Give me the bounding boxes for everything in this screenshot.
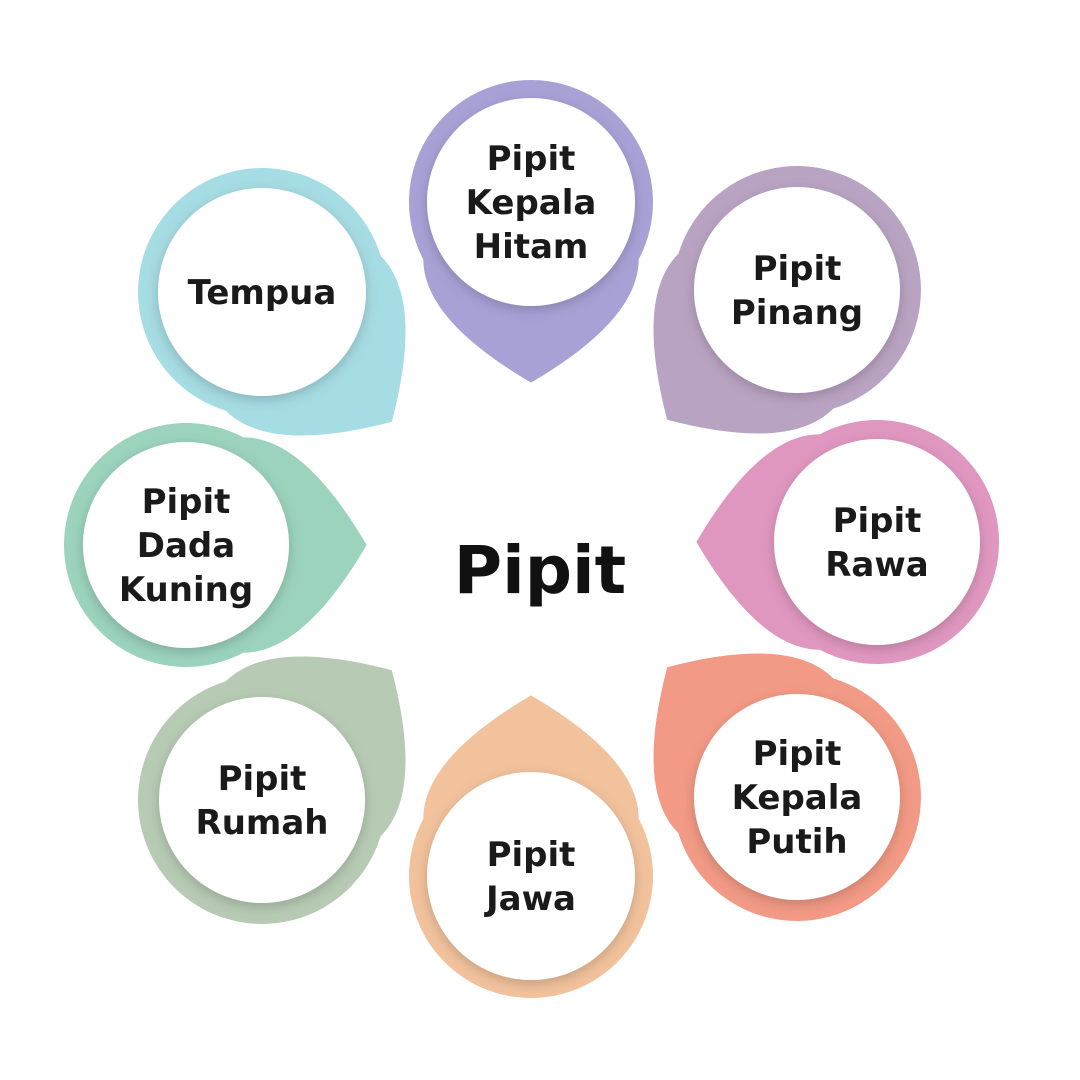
node-label-line: Pipit: [142, 482, 231, 522]
node-label-line: Kuning: [119, 570, 253, 610]
node-circle: [158, 188, 366, 396]
node-label-line: Tempua: [188, 273, 337, 313]
node-label-line: Pipit: [487, 139, 576, 179]
node-label-line: Pipit: [753, 734, 842, 774]
node-label-line: Pipit: [487, 835, 576, 875]
node-label-line: Kepala: [466, 183, 597, 223]
node-label-line: Pipit: [833, 501, 922, 541]
center-label: Pipit: [454, 532, 626, 609]
node-label: Tempua: [188, 273, 337, 313]
node-circle: [427, 772, 635, 980]
node-circle: [427, 98, 635, 306]
node-circle: [159, 697, 365, 903]
node-label-line: Rawa: [825, 545, 928, 585]
node-label-line: Pipit: [753, 249, 842, 289]
node-label-line: Dada: [137, 526, 235, 566]
node-label-line: Hitam: [474, 227, 589, 267]
node-circle: [83, 442, 289, 648]
node-label-line: Pinang: [731, 293, 863, 333]
node-label-line: Kepala: [732, 778, 863, 818]
node-label-line: Jawa: [484, 879, 576, 919]
node-circle: [774, 439, 980, 645]
node-label-line: Rumah: [196, 803, 329, 843]
node-label-line: Putih: [746, 822, 847, 862]
node-label-line: Pipit: [218, 759, 307, 799]
node-circle: [694, 694, 900, 900]
node-circle: [694, 187, 900, 393]
node-7: Tempua: [138, 168, 406, 436]
